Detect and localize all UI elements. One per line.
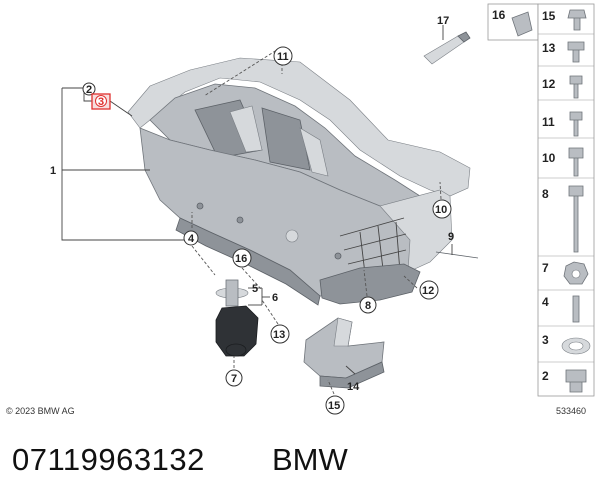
callout-circle-8 <box>359 296 377 314</box>
oil-level-sensor <box>215 279 259 357</box>
bolt-11-icon <box>569 111 583 137</box>
bolt-12-icon <box>569 75 583 99</box>
callout-17: 17 <box>437 15 449 27</box>
callout-circle-12 <box>419 280 439 300</box>
part-number: 07119963132 <box>12 442 205 477</box>
leader-lines <box>61 25 453 395</box>
sidebar-label-2: 2 <box>542 369 549 383</box>
callout-5: 5 <box>252 283 258 295</box>
sidebar-label-8: 8 <box>542 187 549 201</box>
callout-circle-16 <box>232 248 252 268</box>
sidebar-label-13: 13 <box>542 41 556 55</box>
callout-12: 12 <box>422 285 434 297</box>
copyright-notice: © 2023 BMW AG <box>6 406 75 416</box>
callout-16: 16 <box>235 253 247 265</box>
stud-4-icon <box>572 295 580 323</box>
callout-14: 14 <box>347 381 360 393</box>
callout-10: 10 <box>435 204 447 216</box>
callout-9: 9 <box>448 231 454 243</box>
callout-13: 13 <box>273 329 285 341</box>
callout-3: 3 <box>98 96 104 108</box>
sidebar-label-10: 10 <box>542 151 556 165</box>
image-number: 533460 <box>556 406 587 416</box>
bolt-10-icon <box>568 147 584 177</box>
bolt-8-icon <box>568 185 584 253</box>
sealant-tube <box>423 31 471 65</box>
callout-circle-4 <box>183 230 199 246</box>
callout-circle-13 <box>270 324 290 344</box>
bolt-15-icon <box>567 9 587 31</box>
long-bolt <box>435 251 479 259</box>
callout-circle-2 <box>82 82 96 96</box>
brand-name: BMW <box>272 442 348 477</box>
callout-7: 7 <box>231 373 237 385</box>
callout-11: 11 <box>277 51 289 63</box>
callout-2: 2 <box>86 84 92 96</box>
sidebar-label-3: 3 <box>542 333 549 347</box>
callout-circle-7 <box>225 369 243 387</box>
sidebar-label-12: 12 <box>542 77 556 91</box>
callout-circle-15 <box>325 395 345 415</box>
callout-4: 4 <box>188 233 195 245</box>
parts-sidebar: 16 15 13 12 11 10 8 7 4 3 2 <box>487 3 595 397</box>
callout-circle-3 <box>95 95 107 107</box>
bracket-part <box>303 317 385 389</box>
sidebar-label-7: 7 <box>542 261 549 275</box>
callout-1: 1 <box>50 165 56 177</box>
plug-2-icon <box>565 369 587 393</box>
bolt-13-icon <box>567 41 585 63</box>
callout-15: 15 <box>328 400 340 412</box>
oil-pan <box>127 57 471 306</box>
sidebar-label-4: 4 <box>542 295 549 309</box>
callout-6: 6 <box>272 292 278 304</box>
sidebar-label-16: 16 <box>492 8 506 22</box>
callouts: 1 2 3 4 5 6 7 8 9 10 11 12 13 14 15 16 1… <box>50 15 454 415</box>
sidebar-label-15: 15 <box>542 9 556 23</box>
clip-icon <box>511 11 533 37</box>
callout-circle-10 <box>432 199 452 219</box>
sidebar-label-11: 11 <box>542 115 555 129</box>
callout-circle-11 <box>273 46 293 66</box>
callout-8: 8 <box>365 300 371 312</box>
